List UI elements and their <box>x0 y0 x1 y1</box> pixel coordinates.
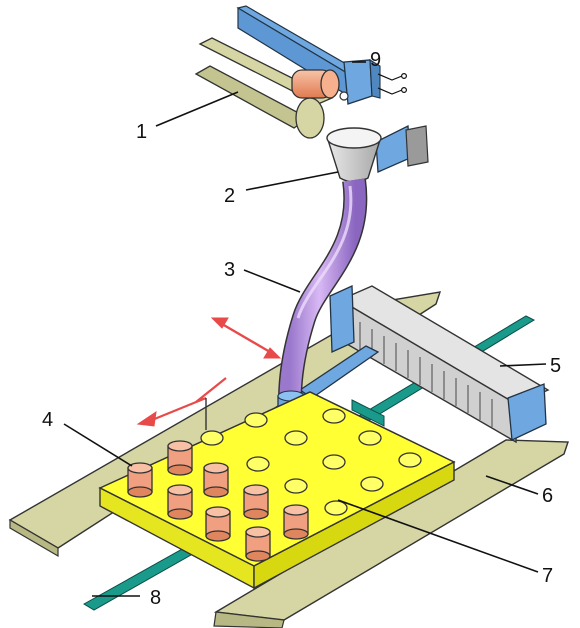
callout-6: 6 <box>542 485 553 507</box>
pellet <box>128 463 152 497</box>
callout-4: 4 <box>42 409 53 431</box>
die-hole <box>247 457 269 471</box>
die-hole <box>323 455 345 469</box>
die-hole <box>285 431 307 445</box>
callout-9: 9 <box>370 49 381 71</box>
die-hole <box>201 431 223 445</box>
leader-line-2 <box>246 172 338 190</box>
funnel-mount-arm <box>376 126 410 172</box>
die-hole <box>323 409 345 423</box>
roller-shaft <box>340 92 348 100</box>
leader-line-3 <box>244 270 300 292</box>
electrical-terminal <box>378 74 406 94</box>
pellet <box>284 505 308 539</box>
callout-5: 5 <box>550 355 561 377</box>
die-hole <box>325 501 347 515</box>
top-conveyor <box>196 6 406 138</box>
oscillation-arrow-icon <box>212 318 280 358</box>
callout-1: 1 <box>136 121 147 143</box>
die-hole <box>245 413 267 427</box>
die-hole <box>285 479 307 493</box>
pellet <box>204 463 228 497</box>
funnel-rim <box>327 128 381 148</box>
callout-7: 7 <box>542 565 553 587</box>
pellet <box>244 485 268 519</box>
die-hole <box>361 477 383 491</box>
pellet <box>206 507 230 541</box>
callout-3: 3 <box>224 259 235 281</box>
leader-line-4 <box>64 424 132 466</box>
funnel-mount-clamp <box>406 126 428 166</box>
pellet <box>168 441 192 475</box>
conveyor-drum <box>296 98 324 138</box>
pellet <box>168 485 192 519</box>
die-hole <box>399 453 421 467</box>
pellet <box>246 527 270 561</box>
leader-line-5 <box>500 364 546 366</box>
conveyor-belt-lower <box>196 66 308 128</box>
vibrator-endcap-left <box>330 286 354 352</box>
callout-8: 8 <box>150 587 161 609</box>
drive-roller <box>292 70 339 98</box>
callout-2: 2 <box>224 185 235 207</box>
hopper-funnel <box>327 126 428 182</box>
die-hole <box>359 431 381 445</box>
leader-line-1 <box>156 92 238 126</box>
